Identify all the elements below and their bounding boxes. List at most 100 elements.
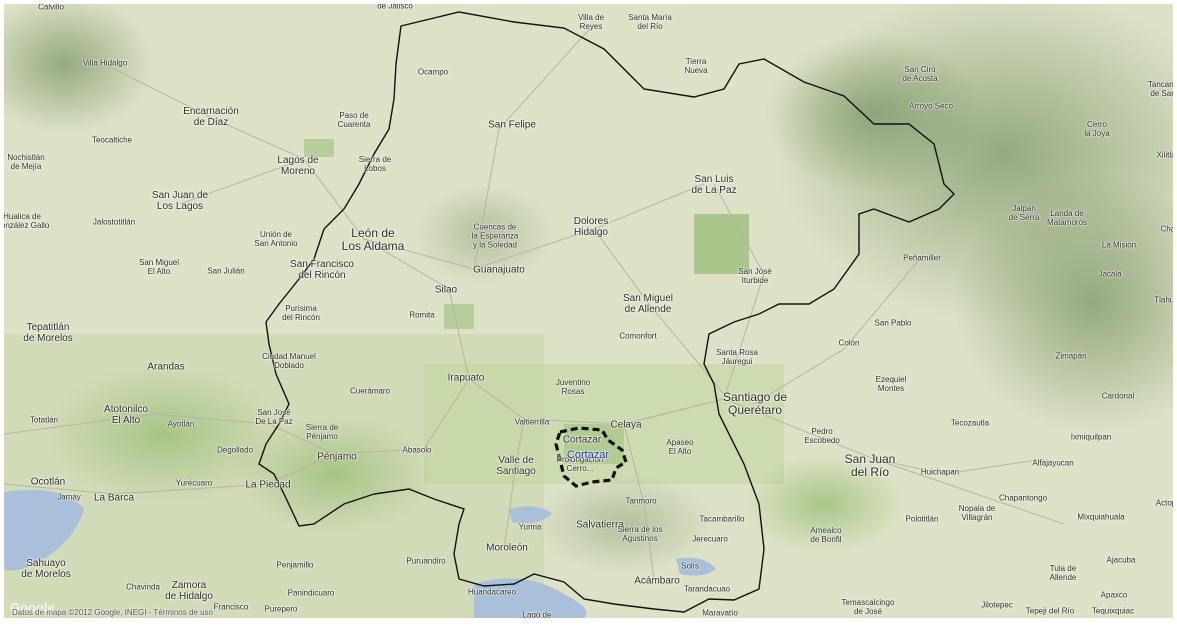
place-label: Huandacareo <box>467 587 517 597</box>
place-label: Cuerámaro <box>349 386 391 396</box>
place-label: Valtierrilla <box>514 417 550 427</box>
place-label: Villa de Reyes <box>577 13 605 31</box>
place-label: Ciudad Manuel Doblado <box>262 352 316 370</box>
place-label: Jilotepec <box>981 600 1013 610</box>
place-label: Chap <box>1160 224 1173 234</box>
place-label: Lagos de Moreno <box>277 155 319 177</box>
place-label: Teocaltiche <box>91 135 133 145</box>
place-label: Encarnación de Díaz <box>183 106 239 128</box>
place-label: Solís <box>681 561 699 571</box>
place-label: de Jalisco <box>377 4 413 11</box>
place-label: Ocampo <box>417 67 449 77</box>
place-label: Cerro la Joya <box>1084 120 1110 138</box>
place-label: Totatlán <box>29 415 59 425</box>
state-border <box>258 11 955 613</box>
place-label: San Pablo <box>874 318 912 328</box>
place-label: Ajacuba <box>1106 555 1136 565</box>
place-label: San Miguel El Alto <box>138 258 180 276</box>
place-label: Tacambarillo <box>699 514 745 524</box>
place-label: La Piedad <box>245 479 291 491</box>
place-label: San Francisco del Rincón <box>290 259 354 281</box>
place-label: Peñamiller <box>903 253 941 263</box>
place-label: Guanajuato <box>473 264 525 276</box>
place-label: Jamay <box>57 492 81 502</box>
place-label: Francisco <box>213 602 249 612</box>
place-label: Tula de Allende <box>1049 564 1077 582</box>
place-label: Juventino Rosas <box>555 378 591 396</box>
place-label: Ocotlán <box>30 476 66 488</box>
place-label: Pénjamo <box>317 451 357 463</box>
place-label: Actop <box>1155 498 1173 508</box>
place-label: Zamora de Hidalgo <box>165 580 213 602</box>
place-label: Tierra Nueva <box>684 57 708 75</box>
place-label: Panindicuaro <box>287 588 335 598</box>
place-label: Atotonilco El Alto <box>104 404 148 426</box>
place-label: Lago de <box>522 610 552 619</box>
place-label: Ixmiquilpan <box>1070 432 1112 442</box>
place-label: Villa Hidalgo <box>82 58 128 68</box>
place-label: Yurécuaro <box>175 478 213 488</box>
place-label: Moroleón <box>486 542 528 554</box>
place-label: Celaya <box>610 419 642 431</box>
place-label: Tepatitlán de Morelos <box>23 322 73 344</box>
place-label: La Barca <box>93 492 135 504</box>
place-label: Purepero <box>264 604 298 614</box>
place-label: Penjamillo <box>276 560 314 570</box>
place-label: Maravatío <box>702 608 738 618</box>
place-label: Valle de Santiago <box>496 455 536 477</box>
place-label: Ezequiel Montes <box>875 375 907 393</box>
place-label: La Misión <box>1101 240 1137 250</box>
place-label: Zimapán <box>1055 351 1087 361</box>
place-label: Comonfort <box>619 331 657 341</box>
place-label: Tarandacuao <box>683 584 731 594</box>
place-label: Huichapan <box>920 467 960 477</box>
map-attribution[interactable]: Datos de mapa ©2012 Google, INEGI - Térm… <box>12 608 213 617</box>
place-label: San Miguel de Allende <box>622 293 674 315</box>
highlight-label[interactable]: Cortazar <box>566 449 610 461</box>
place-label: Apaseo El Alto <box>666 438 694 456</box>
place-label: Jalpan de Serra <box>1008 204 1040 222</box>
place-label: Temascalcingo de José <box>841 598 895 616</box>
place-label: Jerecuaro <box>692 534 728 544</box>
place-label: Santa Rosa Jáuregui <box>716 348 758 366</box>
place-label: Cuencas de la Esperanza y la Soledad <box>471 222 519 250</box>
place-label: León de Los Aldama <box>341 226 405 253</box>
place-label: Degollado <box>216 445 254 455</box>
place-label: Silao <box>434 284 458 296</box>
place-label: Chapantongo <box>998 493 1048 503</box>
place-label: San Luis de La Paz <box>691 174 737 196</box>
place-label: Sierra de Pénjamo <box>305 423 339 441</box>
place-label: Puruandiro <box>406 556 446 566</box>
place-label: Tlahuil <box>1154 295 1173 305</box>
place-label: Tequixquiac <box>1091 606 1135 616</box>
place-label: Amealco de Bonfil <box>810 526 842 544</box>
place-label: San Julián <box>207 266 245 276</box>
place-label: Cardonal <box>1101 391 1135 401</box>
place-label: Tancanh de San <box>1147 80 1173 98</box>
place-label: Sahuayo de Morelos <box>21 558 71 580</box>
place-label: Colón <box>838 338 860 348</box>
place-label: Unión de San Antonio <box>254 230 298 248</box>
cortazar-boundary <box>554 426 628 488</box>
place-label: Acámbaro <box>634 575 680 587</box>
place-label: Cortazar <box>562 434 602 446</box>
place-label: San Juan del Río <box>844 452 896 479</box>
place-label: Nopala de Villagrán <box>958 504 996 522</box>
place-label: Sierra de Lobos <box>358 155 392 173</box>
place-label: Tecozautla <box>950 418 990 428</box>
place-label: Jacala <box>1098 269 1122 279</box>
place-label: Purísima del Rincón <box>282 304 320 322</box>
place-label: Pedro Escobedo <box>804 427 840 445</box>
place-label: San José De La Paz <box>255 408 293 426</box>
place-label: Sierra de los Agustinos <box>617 525 663 543</box>
place-label: San Felipe <box>488 119 536 131</box>
place-label: Nochistlán de Mejía <box>7 153 45 171</box>
place-label: Tepeji del Río <box>1025 606 1075 616</box>
place-label: Mixquiahuala <box>1077 512 1125 522</box>
place-label: Irapuato <box>447 372 485 384</box>
place-label: Paso de Cuarenta <box>337 111 371 129</box>
place-label: Santiago de Querétaro <box>722 390 788 417</box>
place-label: San Ciro de Acosta <box>902 65 938 83</box>
place-label: Xilitla <box>1156 150 1173 160</box>
